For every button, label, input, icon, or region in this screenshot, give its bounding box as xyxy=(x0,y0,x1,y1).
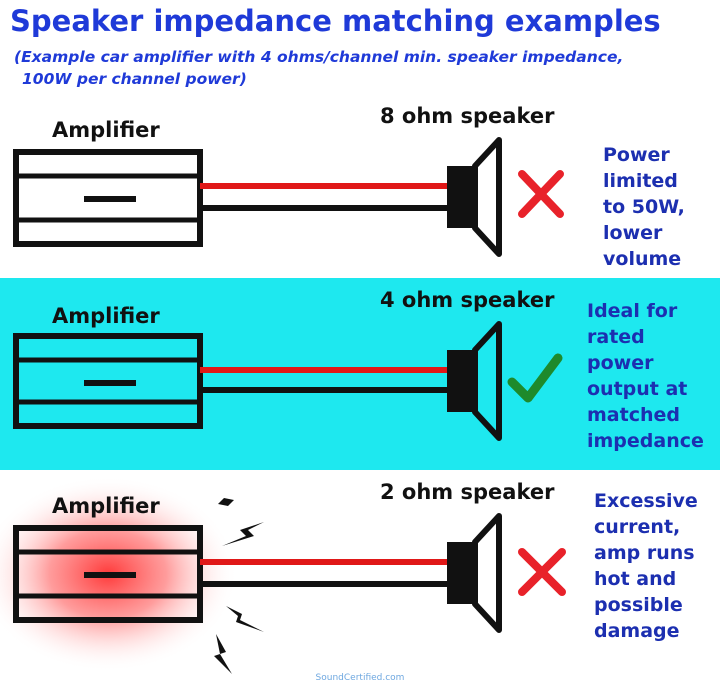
example-8-ohm-panel: Amplifier 8 ohm speaker Power limited to… xyxy=(0,100,720,278)
note-line: output at xyxy=(587,378,688,400)
note-line: Power xyxy=(603,144,670,166)
note-line: rated xyxy=(587,326,645,348)
note-line: possible xyxy=(594,594,683,616)
note-line: volume xyxy=(603,248,682,270)
amplifier-label: Amplifier xyxy=(52,494,160,518)
amplifier-box xyxy=(13,525,203,623)
result-note: Excessive current, amp runs hot and poss… xyxy=(594,488,698,644)
subtitle-line: 100W per channel power) xyxy=(22,70,247,88)
wiring-diagram xyxy=(13,137,564,257)
example-4-ohm-panel: Amplifier 4 ohm speaker Ideal for rated … xyxy=(0,278,720,470)
note-line: current, xyxy=(594,516,681,538)
result-note: Power limited to 50W, lower volume xyxy=(603,142,685,272)
speaker-label: 4 ohm speaker xyxy=(380,288,555,312)
speaker-label: 8 ohm speaker xyxy=(380,104,555,128)
speaker-icon xyxy=(447,513,502,633)
note-line: damage xyxy=(594,620,680,642)
source-watermark: SoundCertified.com xyxy=(315,673,405,683)
cross-icon xyxy=(518,170,564,218)
note-line: Ideal for xyxy=(587,300,678,322)
page-subtitle: (Example car amplifier with 4 ohms/chann… xyxy=(14,46,623,90)
wiring-diagram xyxy=(13,321,563,441)
subtitle-line: (Example car amplifier with 4 ohms/chann… xyxy=(14,48,624,66)
check-icon xyxy=(507,353,563,403)
note-line: hot and xyxy=(594,568,677,590)
note-line: impedance xyxy=(587,430,704,452)
speaker-icon xyxy=(447,137,502,257)
speaker-icon xyxy=(447,321,502,441)
cross-icon xyxy=(518,548,566,596)
note-line: amp runs xyxy=(594,542,695,564)
lightning-bolt-icon xyxy=(208,484,264,674)
amplifier-label: Amplifier xyxy=(52,304,160,328)
wiring-diagram xyxy=(0,476,566,674)
speaker-label: 2 ohm speaker xyxy=(380,480,555,504)
page-title: Speaker impedance matching examples xyxy=(10,4,661,38)
note-line: Excessive xyxy=(594,490,698,512)
result-note: Ideal for rated power output at matched … xyxy=(587,298,704,454)
note-line: to 50W, xyxy=(603,196,685,218)
note-line: power xyxy=(587,352,654,374)
amplifier-box xyxy=(13,333,203,429)
amplifier-label: Amplifier xyxy=(52,118,160,142)
amplifier-box xyxy=(13,149,203,247)
note-line: lower xyxy=(603,222,663,244)
note-line: matched xyxy=(587,404,680,426)
note-line: limited xyxy=(603,170,678,192)
example-2-ohm-panel: Amplifier 2 ohm speaker Excessive curren… xyxy=(0,470,720,688)
